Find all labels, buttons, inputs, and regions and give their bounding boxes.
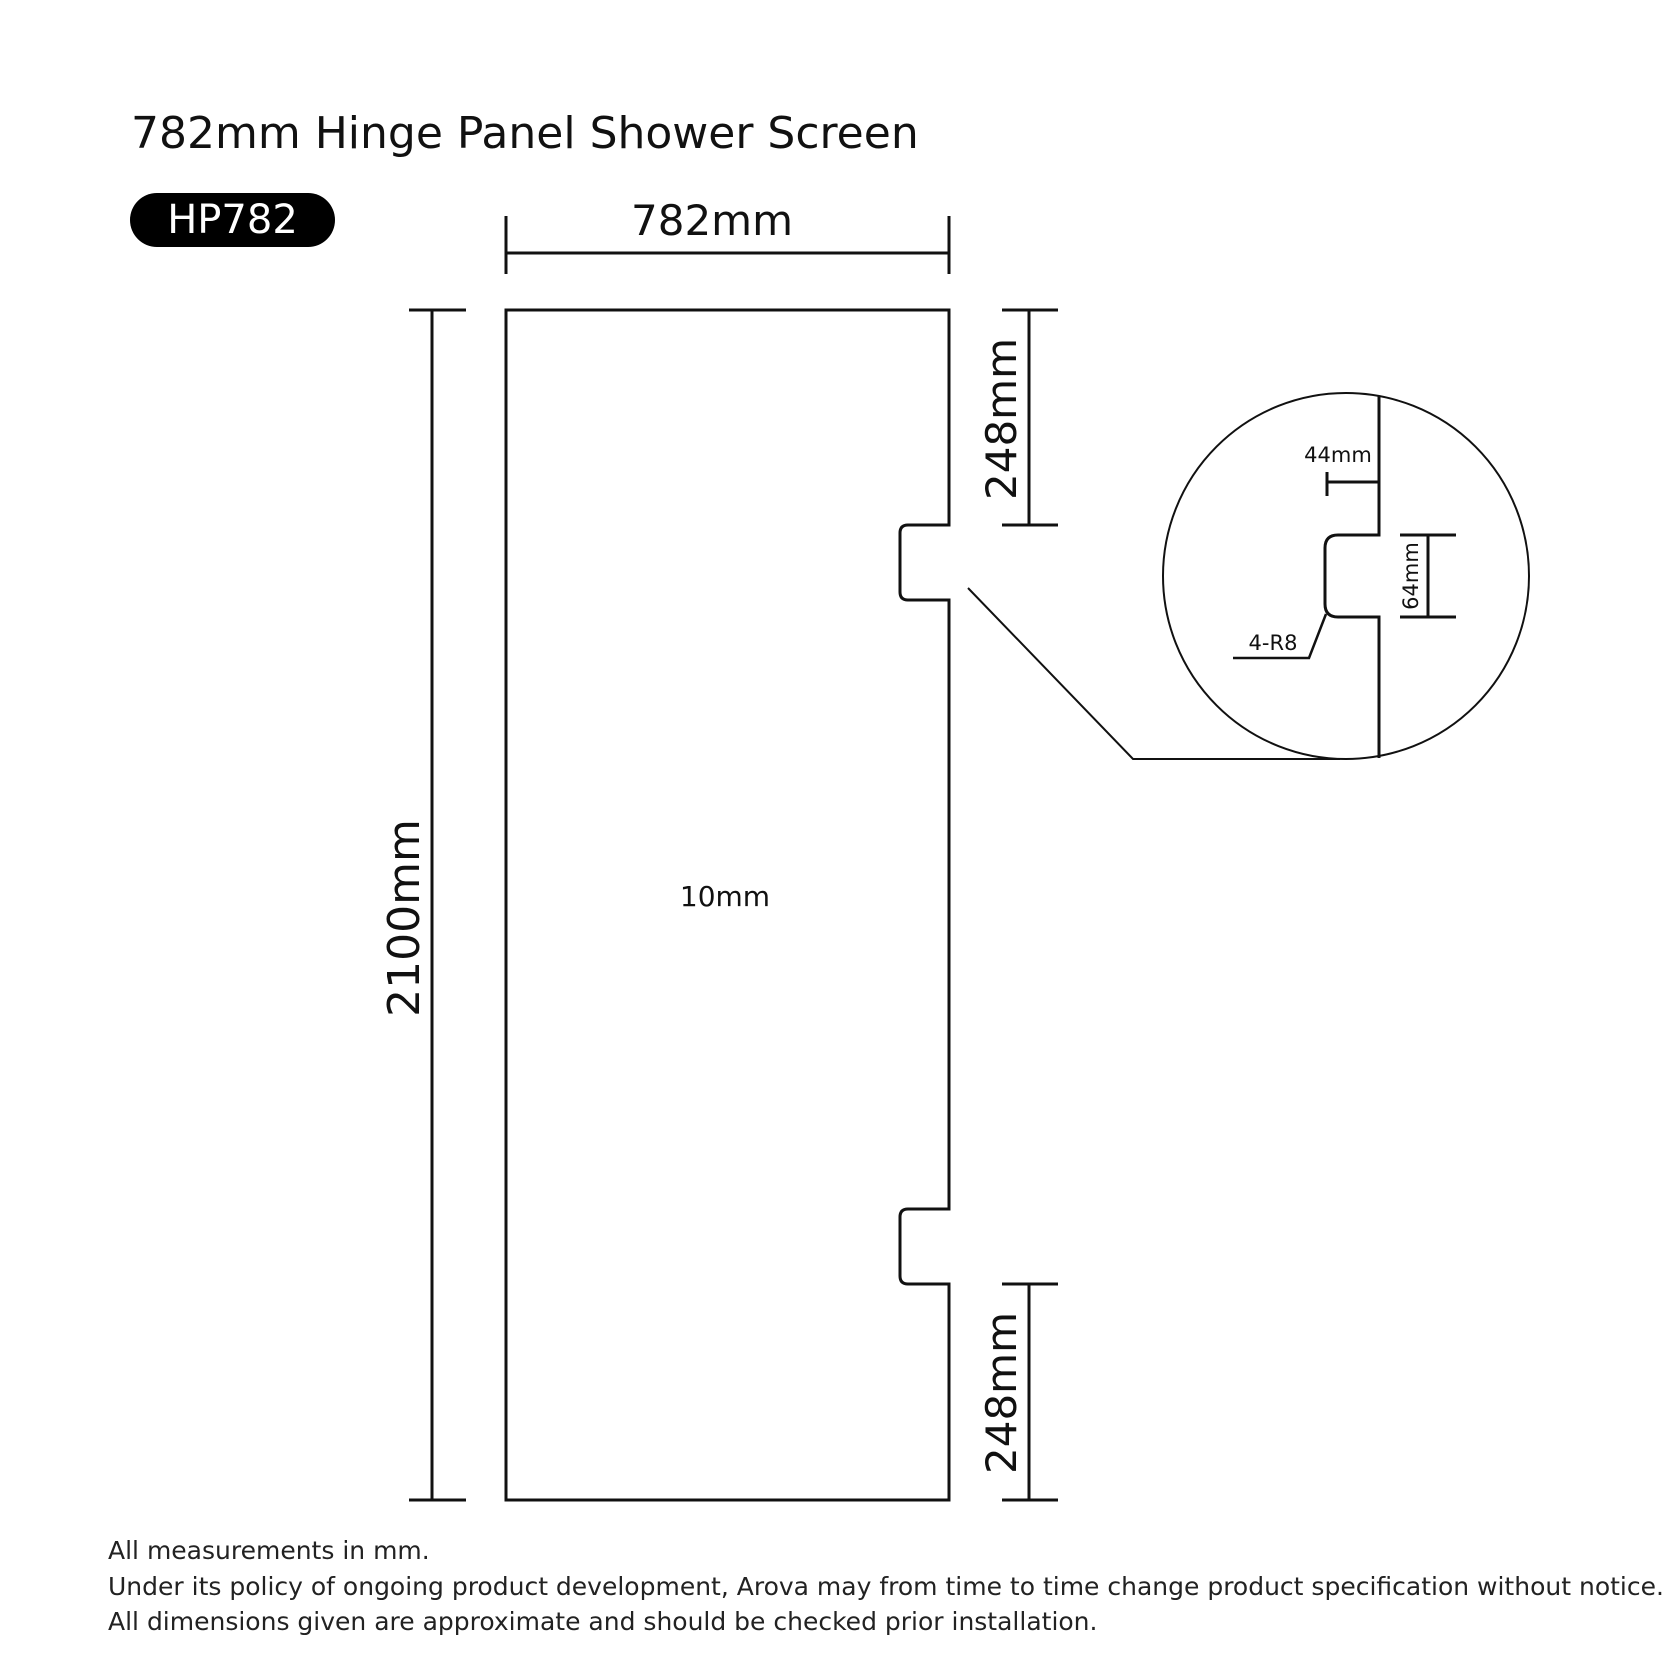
notch-height-dimension: [1400, 533, 1456, 619]
width-label: 782mm: [631, 196, 793, 245]
footnotes: All measurements in mm. Under its policy…: [108, 1533, 1664, 1640]
model-code-badge: HP782: [130, 193, 335, 247]
height-label: 2100mm: [379, 819, 430, 1017]
bottom-hinge-offset-dimension: [1002, 1282, 1058, 1502]
corner-radius-label: 4-R8: [1249, 631, 1298, 655]
panel-outline: [504, 308, 951, 1502]
notch-height-label: 64mm: [1399, 542, 1423, 610]
detail-notch-outline: [1323, 396, 1381, 758]
thickness-label: 10mm: [680, 880, 770, 913]
notch-depth-label: 44mm: [1304, 443, 1372, 467]
bottom-hinge-offset-label: 248mm: [977, 1312, 1026, 1474]
detail-circle: [1162, 392, 1530, 760]
notch-depth-dimension: [1325, 472, 1379, 496]
height-dimension: [409, 308, 466, 1502]
footnote-line: Under its policy of ongoing product deve…: [108, 1571, 1664, 1601]
footnote-line: All dimensions given are approximate and…: [108, 1607, 1098, 1636]
page-title: 782mm Hinge Panel Shower Screen: [131, 108, 919, 159]
footnote-line: All measurements in mm.: [108, 1536, 430, 1565]
top-hinge-offset-label: 248mm: [977, 338, 1026, 500]
detail-leader-line: [967, 587, 1340, 760]
corner-radius-leader: [1233, 613, 1328, 660]
top-hinge-offset-dimension: [1002, 308, 1058, 527]
width-dimension: [504, 216, 951, 274]
